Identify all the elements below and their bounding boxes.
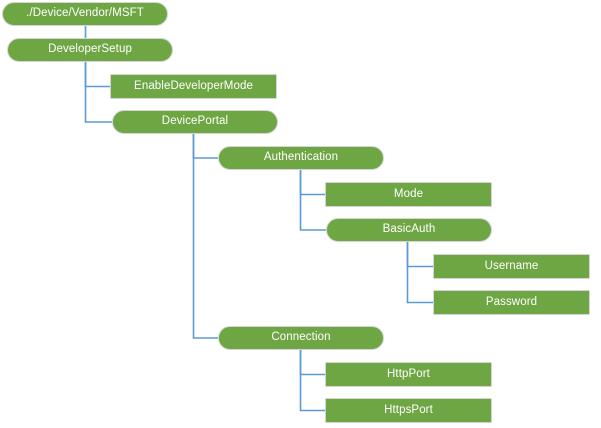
tree-node-label: Password [485, 295, 538, 308]
tree-node-password[interactable]: Password [433, 290, 590, 315]
tree-node-mode[interactable]: Mode [325, 182, 492, 207]
tree-node-label: Username [484, 259, 539, 272]
tree-node-label: BasicAuth [382, 223, 436, 236]
tree-node-developersetup[interactable]: DeveloperSetup [7, 38, 173, 62]
connector-authentication-to-mode [299, 170, 325, 196]
tree-node-label: EnableDeveloperMode [134, 79, 253, 92]
tree-node-label: HttpPort [387, 367, 430, 380]
connector-deviceportal-to-connection [192, 134, 218, 339]
tree-node-basicauth[interactable]: BasicAuth [326, 218, 492, 242]
tree-node-authentication[interactable]: Authentication [218, 146, 384, 170]
connector-developersetup-to-enabledevelopermode [84, 62, 110, 88]
tree-node-httpsport[interactable]: HttpsPort [325, 398, 492, 423]
tree-node-label: Authentication [263, 151, 339, 164]
tree-node-root[interactable]: ./Device/Vendor/MSFT [2, 2, 168, 26]
connector-developersetup-to-deviceportal [84, 62, 112, 123]
connector-basicauth-to-username [406, 242, 433, 268]
connector-basicauth-to-password [406, 242, 433, 304]
tree-node-username[interactable]: Username [433, 254, 590, 279]
tree-node-label: Mode [393, 187, 424, 200]
tree-node-connection[interactable]: Connection [218, 326, 384, 350]
connector-deviceportal-to-authentication [192, 134, 218, 159]
tree-node-label: DevicePortal [161, 115, 229, 128]
tree-node-httpport[interactable]: HttpPort [325, 362, 492, 387]
tree-node-label: DeveloperSetup [48, 43, 132, 56]
connector-connection-to-httpsport [299, 350, 325, 412]
tree-node-label: HttpsPort [384, 403, 433, 416]
tree-node-label: Connection [271, 331, 331, 344]
tree-node-deviceportal[interactable]: DevicePortal [112, 110, 278, 134]
connector-connection-to-httpport [299, 350, 325, 376]
tree-node-enabledevelopermode[interactable]: EnableDeveloperMode [110, 74, 277, 99]
connector-authentication-to-basicauth [299, 170, 326, 231]
tree-node-label: ./Device/Vendor/MSFT [26, 7, 144, 20]
